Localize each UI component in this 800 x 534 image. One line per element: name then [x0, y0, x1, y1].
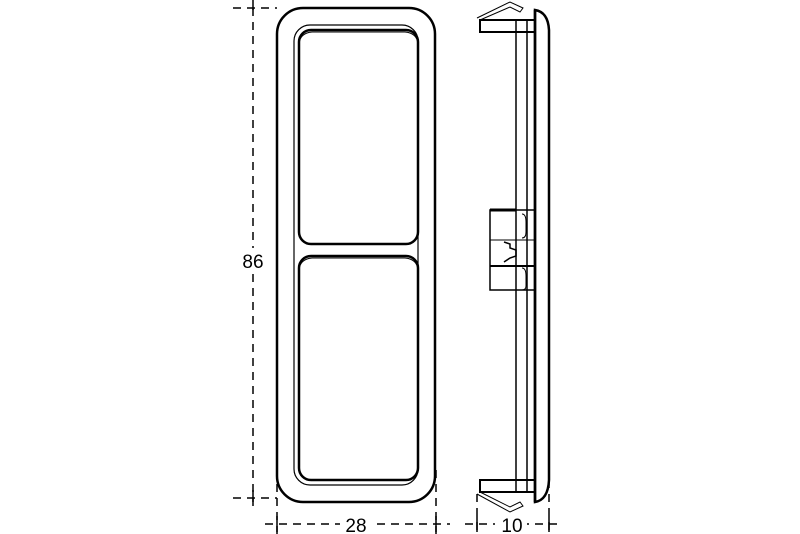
- center-latch: [489, 208, 536, 291]
- bottom-clip: [479, 479, 536, 493]
- cover-plate: [533, 8, 551, 504]
- outer-frame: [275, 6, 437, 504]
- lower-opening: [297, 254, 420, 482]
- top-clip: [479, 19, 536, 33]
- dimension-lines: [233, 7, 560, 534]
- side-view: [476, 1, 551, 513]
- depth-dimension-label: 10: [501, 516, 522, 534]
- inner-frame-edge: [293, 24, 419, 486]
- height-dimension-label: 86: [242, 252, 263, 273]
- front-view: [275, 6, 437, 504]
- top-spring: [476, 1, 524, 21]
- width-dimension-label: 28: [345, 516, 366, 534]
- upper-opening: [297, 28, 420, 246]
- bottom-spring: [476, 491, 524, 513]
